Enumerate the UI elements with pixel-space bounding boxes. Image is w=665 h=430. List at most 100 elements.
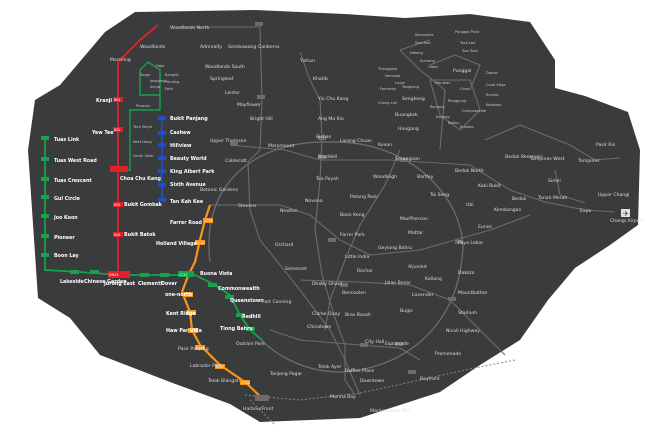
label-pioneer: Pioneer xyxy=(54,235,75,241)
label-tampines-west: Tampines West xyxy=(529,156,565,162)
label-city-hall: City Hall xyxy=(365,339,384,345)
label-upper-thomson: Upper Thomson xyxy=(210,138,247,144)
label-pasir-panjang: Pasir Panjang xyxy=(178,346,209,352)
label-kent-ridge: Kent Ridge xyxy=(166,311,196,317)
label-yew-tee: Yew Tee xyxy=(91,130,114,136)
label-yio-chu-kang: Yio Chu Kang xyxy=(317,96,348,102)
lrt-label: Rumbia xyxy=(460,125,474,129)
airport-icon xyxy=(621,209,630,217)
plane-icon: ✈ xyxy=(623,210,629,218)
code-badge: NS1 xyxy=(114,98,120,102)
label-somerset: Somerset xyxy=(285,266,307,272)
inactive-stations xyxy=(230,22,463,401)
label-bartley: Bartley xyxy=(417,174,434,180)
label-marina-south-pier: Marina South Pier xyxy=(370,408,411,414)
lrt-label: Kadaloor xyxy=(486,103,502,107)
map-background xyxy=(28,10,640,422)
lrt-label: Riviera xyxy=(486,93,499,97)
label-clarke-quay: Clarke Quay xyxy=(312,311,340,317)
label-khatib: Khatib xyxy=(313,76,328,82)
label-harbourfront: HarbourFront xyxy=(243,406,274,412)
code-badge: NS4 xyxy=(114,233,120,237)
label-bencoolen: Bencoolen xyxy=(342,290,366,296)
label-telok-ayer: Telok Ayer xyxy=(317,364,341,370)
label-woodlands: Woodlands xyxy=(140,44,166,50)
lrt-label: Soo Teck xyxy=(462,49,479,53)
label-springleaf: Springleaf xyxy=(210,76,234,82)
label-dakota: Dakota xyxy=(458,270,474,276)
label-orchard: Orchard xyxy=(275,242,293,248)
label-senja: Senja xyxy=(150,85,160,89)
label-aljunied: Aljunied xyxy=(408,264,427,270)
label-bright-hill: Bright Hill xyxy=(250,116,273,122)
label-joo-koon: Joo Koon xyxy=(53,215,78,221)
ew-labels: Tuas Link Tuas West Road Tuas Crescent G… xyxy=(53,137,265,347)
label-hillview: Hillview xyxy=(170,143,192,149)
code-badge: CC24 xyxy=(187,311,196,315)
label-bayfront: Bayfront xyxy=(420,376,440,382)
label-nicoll-highway: Nicoll Highway xyxy=(446,328,480,334)
label-lakeside: Lakeside xyxy=(60,279,85,285)
lrt-ne-labels: Samudera Punggol Point Sam Kee Teck Lee … xyxy=(377,30,506,129)
ns-station-marker xyxy=(110,166,128,172)
label-sembawang: Sembawang xyxy=(228,44,256,50)
lrt-label: Renjong xyxy=(430,105,445,109)
bp-labels: Bukit Panjang Cashew Hillview Beauty Wor… xyxy=(132,64,215,205)
label-telok-blangah: Telok Blangah xyxy=(207,378,240,384)
lrt-label: Punggol Point xyxy=(455,30,480,34)
label-commonwealth: Commonwealth xyxy=(218,286,260,292)
lrt-label: Thanggam xyxy=(377,67,398,71)
label-raffles-place: Raffles Place xyxy=(345,368,374,374)
label-boon-keng: Boon Keng xyxy=(340,212,365,218)
label-beauty-world: Beauty World xyxy=(170,156,207,162)
label-sengkang: Sengkang xyxy=(402,96,425,102)
code-badge: CC23 xyxy=(184,293,193,297)
label-tanjong-pagar: Tanjong Pagar xyxy=(269,371,302,377)
label-farrer-park: Farrer Park xyxy=(340,232,365,238)
label-chinese-garden: Chinese Garden xyxy=(84,279,127,285)
label-lavender: Lavender xyxy=(412,292,434,298)
label-one-north: one-north xyxy=(165,292,192,298)
label-kembangan: Kembangan xyxy=(494,207,521,213)
code-badge: CC20 xyxy=(196,241,205,245)
label-holland-village: Holland Village xyxy=(156,241,198,247)
label-labrador-park: Labrador Park xyxy=(190,363,222,369)
label-ang-mo-kio: Ang Mo Kio xyxy=(318,116,344,122)
label-bras-basah: Bras Basah xyxy=(345,312,371,318)
lrt-label: Bakau xyxy=(448,121,459,125)
code-badge: CC27 xyxy=(216,365,225,369)
label-woodlands-north: Woodlands North xyxy=(170,25,210,31)
label-kranji: Kranji xyxy=(96,98,112,104)
code-badge: CC25 xyxy=(189,329,198,333)
label-paya-lebar: Paya Lebar xyxy=(458,240,483,246)
lrt-label: Cove xyxy=(460,87,470,91)
label-newton: Newton xyxy=(280,208,298,214)
label-fajar: Fajar xyxy=(156,64,165,68)
lrt-label: Compassvale xyxy=(462,109,487,113)
label-eunos: Eunos xyxy=(478,224,493,230)
lrt-label: Meridian xyxy=(435,81,451,85)
label-bedok-reservoir: Bedok Reservoir xyxy=(505,154,543,160)
label-haw-par-villa: Haw Par Villa xyxy=(166,328,202,334)
lrt-label: Cheng Lim xyxy=(378,101,398,105)
label-botanic-gardens: Botanic Gardens xyxy=(200,187,239,193)
label-geylang-bahru: Geylang Bahru xyxy=(378,245,412,251)
label-rochor: Rochor xyxy=(357,268,373,274)
label-pending: Pending xyxy=(165,80,179,84)
ns-labels: Woodlands North Marsiling Woodlands Admi… xyxy=(91,25,328,287)
cc-labels: Botanic Gardens Farrer Road Holland Vill… xyxy=(156,187,274,412)
label-jelapang: Jelapang xyxy=(149,79,166,83)
code-badges: NS1 NS2 NS3 NS4 EW24 CC22 CC19 CC20 CC23… xyxy=(109,98,250,385)
ns-station-marker xyxy=(113,202,123,207)
label-clementi: Clementi xyxy=(138,281,162,287)
label-bedok-north: Bedok North xyxy=(455,168,484,174)
label-serangoon: Serangoon xyxy=(395,156,420,162)
code-badge: EW24 xyxy=(109,273,118,277)
label-farrer-road: Farrer Road xyxy=(170,220,202,226)
label-tai-seng: Tai Seng xyxy=(429,192,449,198)
label-bukit-gombak: Bukit Gombak xyxy=(124,202,163,208)
label-hougang: Hougang xyxy=(398,126,419,132)
code-badge: CC28 xyxy=(241,381,250,385)
label-bukit-panjang: Bukit Panjang xyxy=(170,116,208,122)
